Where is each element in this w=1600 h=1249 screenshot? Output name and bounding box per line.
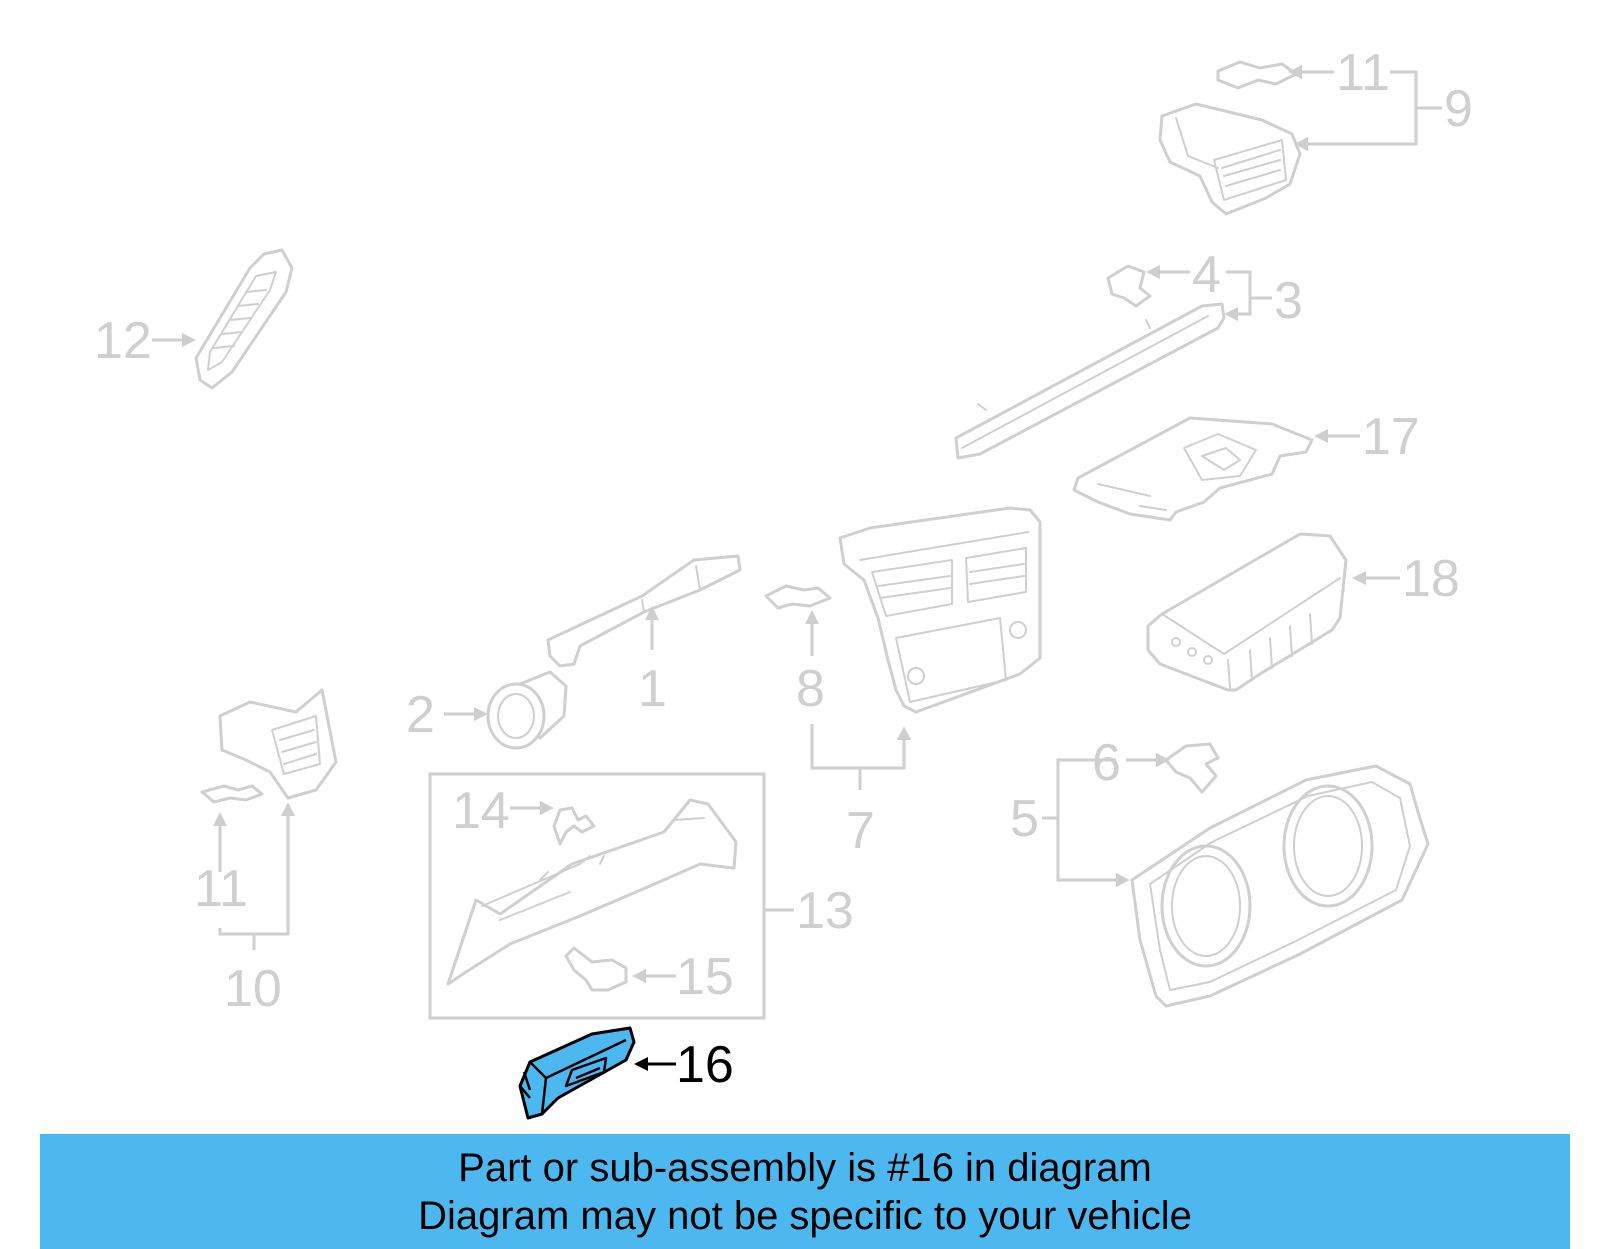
callout-5: 5 (1010, 790, 1039, 848)
bracket-10 (213, 802, 295, 950)
callout-15: 15 (676, 948, 734, 1006)
callout-1: 1 (638, 660, 667, 718)
leader-12 (152, 333, 196, 347)
bracket-7 (810, 724, 911, 790)
part-1-dash-beam (546, 554, 742, 668)
leader-2 (444, 707, 488, 721)
part-3-dash-trim (954, 302, 1226, 460)
leader-16 (634, 1057, 676, 1071)
callout-3: 3 (1274, 272, 1303, 330)
callout-4: 4 (1192, 246, 1221, 304)
part-12-side-vent (194, 248, 294, 390)
part-5-cluster-bezel (1130, 764, 1430, 1008)
leader-15 (632, 969, 676, 983)
banner-line-part-number: Part or sub-assembly is #16 in diagram (458, 1146, 1152, 1190)
part-15-clip (564, 946, 628, 992)
callout-8: 8 (796, 660, 825, 718)
leader-1 (645, 606, 659, 650)
part-17-tray (1072, 416, 1314, 522)
part-16-highlighted (518, 1026, 636, 1120)
leader-4 (1146, 265, 1190, 279)
part-11-clip-top (1216, 60, 1298, 90)
info-banner: Part or sub-assembly is #16 in diagram D… (40, 1134, 1570, 1249)
part-4-clip (1106, 264, 1152, 308)
bracket-3 (1224, 270, 1272, 321)
leader-18 (1352, 571, 1400, 585)
part-14-clip (552, 806, 596, 846)
callout-6: 6 (1092, 734, 1121, 792)
callout-14: 14 (452, 782, 510, 840)
callout-7: 7 (846, 802, 875, 860)
bracket-5 (1042, 758, 1130, 887)
part-8-clip (764, 584, 832, 610)
part-10-air-vent (218, 688, 338, 800)
callout-10: 10 (224, 960, 282, 1018)
part-7-center-bezel (838, 506, 1042, 714)
part-11-clip-left (200, 784, 264, 804)
leader-14 (510, 801, 554, 815)
leader-11-top (1288, 65, 1334, 79)
group-box-13 (428, 772, 766, 1020)
banner-line-disclaimer: Diagram may not be specific to your vehi… (418, 1194, 1192, 1238)
leader-17 (1314, 429, 1360, 443)
part-13-lower-panel (446, 798, 738, 986)
callout-16: 16 (676, 1036, 734, 1094)
part-6-clip (1164, 742, 1220, 794)
callout-18: 18 (1402, 550, 1460, 608)
callout-12: 12 (94, 312, 152, 370)
callout-11-left: 11 (194, 860, 248, 918)
leader-6 (1126, 753, 1170, 767)
callout-17: 17 (1362, 408, 1420, 466)
callout-9: 9 (1444, 80, 1473, 138)
part-9-air-vent (1158, 102, 1302, 216)
callout-13: 13 (796, 882, 854, 940)
leader-8 (805, 610, 819, 656)
callout-2: 2 (406, 686, 435, 744)
bracket-9 (1294, 70, 1442, 151)
part-18-module (1146, 532, 1348, 692)
part-2-ring-trim (486, 670, 568, 750)
callout-11-top: 11 (1336, 44, 1390, 102)
